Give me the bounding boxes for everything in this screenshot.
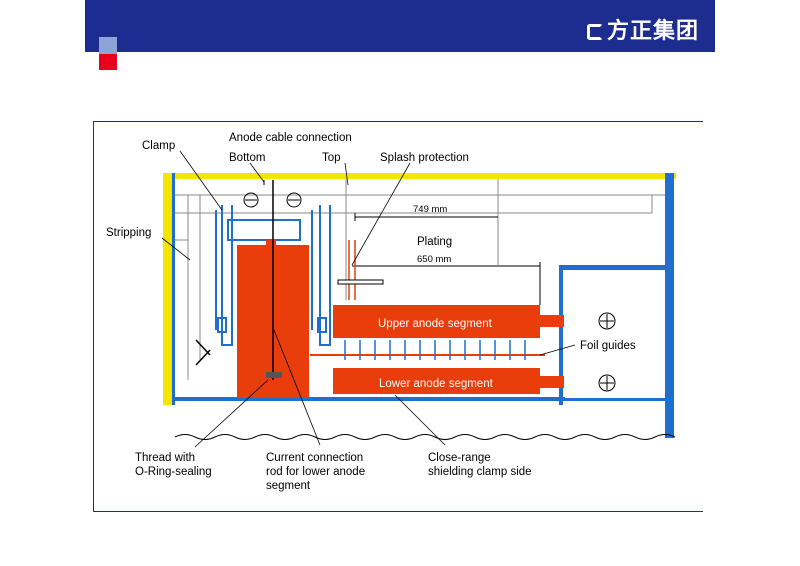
connector-icon-upper	[598, 312, 616, 330]
connector-icon-lower	[598, 374, 616, 392]
label-rod-3: segment	[266, 480, 311, 492]
break-line	[174, 434, 676, 440]
label-top: Top	[322, 152, 341, 164]
label-rod-1: Current connection	[266, 452, 363, 464]
left-wall-blue	[172, 173, 175, 405]
bolt-icon-right	[286, 192, 302, 208]
label-clamp: Clamp	[142, 140, 175, 152]
tank-floor	[175, 397, 565, 401]
foil-guides	[344, 340, 526, 360]
label-foil-guides: Foil guides	[580, 340, 636, 352]
right-ledge	[559, 265, 665, 270]
label-lower-anode: Lower anode segment	[379, 378, 494, 390]
label-upper-anode: Upper anode segment	[378, 318, 493, 330]
label-dim-749: 749 mm	[413, 204, 447, 215]
label-anode-cable: Anode cable connection	[229, 132, 352, 144]
label-thread-1: Thread with	[135, 452, 195, 464]
leader-lines	[161, 150, 576, 448]
logo-icon	[586, 24, 603, 40]
splash-protection	[348, 240, 356, 300]
label-close-1: Close-range	[428, 452, 491, 464]
label-thread-2: O-Ring-sealing	[135, 466, 212, 478]
lower-anode-segment	[333, 368, 540, 394]
label-bottom: Bottom	[229, 152, 265, 164]
header-bar: 方正集团	[85, 0, 715, 52]
accent-square-red	[99, 54, 117, 70]
logo-text: 方正集团	[606, 19, 699, 44]
upper-anode-segment	[333, 305, 540, 338]
bolt-icon-left	[243, 192, 259, 208]
left-wall-yellow	[163, 173, 172, 405]
clamp-assembly	[215, 205, 331, 346]
label-splash: Splash protection	[380, 152, 469, 164]
accent-square-blue	[99, 37, 117, 54]
slide-frame	[93, 121, 703, 512]
label-close-2: shielding clamp side	[428, 466, 532, 478]
right-wall-blue	[665, 173, 674, 438]
company-logo: 方正集团	[586, 13, 699, 45]
label-plating: Plating	[417, 236, 452, 248]
label-dim-650: 650 mm	[417, 254, 451, 265]
inner-divider	[559, 265, 563, 405]
top-edge-yellow	[163, 173, 676, 179]
stripping-blade	[195, 339, 211, 366]
label-rod-2: rod for lower anode	[266, 466, 365, 478]
right-floor	[563, 398, 665, 401]
label-stripping: Stripping	[106, 227, 151, 239]
